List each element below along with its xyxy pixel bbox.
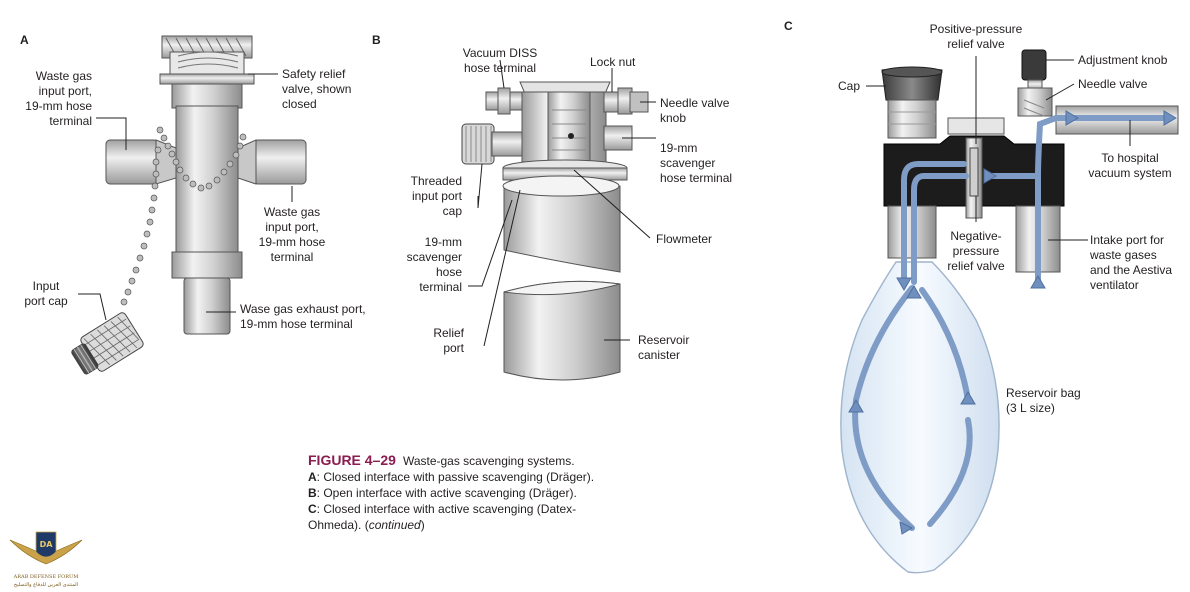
label-vacuum-diss: Vacuum DISS hose terminal bbox=[463, 46, 537, 75]
svg-text:Relief: Relief bbox=[433, 326, 464, 340]
label-reservoir-canister: Reservoir canister bbox=[638, 333, 689, 362]
svg-text:hose terminal: hose terminal bbox=[464, 61, 536, 75]
label-exhaust-port: Wase gas exhaust port, 19-mm hose termin… bbox=[240, 302, 366, 331]
svg-text:المنتدى العربي للدفاع والتسليح: المنتدى العربي للدفاع والتسليح bbox=[14, 582, 78, 588]
svg-text:19-mm: 19-mm bbox=[425, 235, 462, 249]
svg-text:canister: canister bbox=[638, 348, 680, 362]
svg-text:Reservoir: Reservoir bbox=[638, 333, 689, 347]
svg-text:Positive-pressure: Positive-pressure bbox=[930, 22, 1023, 36]
label-reservoir-bag: Reservoir bag (3 L size) bbox=[1006, 386, 1081, 415]
svg-text:vacuum system: vacuum system bbox=[1088, 166, 1171, 180]
label-waste-gas-input-left: Waste gas input port, 19-mm hose termina… bbox=[25, 69, 92, 128]
svg-text:input port: input port bbox=[412, 189, 463, 203]
panel-c-device bbox=[840, 49, 1179, 574]
svg-text:Needle valve: Needle valve bbox=[660, 96, 730, 110]
svg-text:Intake port for: Intake port for bbox=[1090, 233, 1164, 247]
caption-line-c2: Ohmeda). (continued) bbox=[308, 518, 425, 532]
label-scavenger-terminal-left: 19-mm scavenger hose terminal bbox=[407, 235, 463, 294]
label-lock-nut: Lock nut bbox=[590, 55, 636, 69]
svg-text:terminal: terminal bbox=[271, 250, 314, 264]
svg-text:Wase gas exhaust port,: Wase gas exhaust port, bbox=[240, 302, 366, 316]
panel-b-device bbox=[461, 81, 649, 381]
label-flowmeter: Flowmeter bbox=[656, 232, 712, 246]
svg-text:Negative-: Negative- bbox=[950, 229, 1001, 243]
label-relief-port: Relief port bbox=[433, 326, 464, 355]
arab-defense-forum-logo: DA ARAB DEFENSE FORUM المنتدى العربي للد… bbox=[9, 531, 83, 588]
svg-text:and the Aestiva: and the Aestiva bbox=[1090, 263, 1172, 277]
svg-text:ventilator: ventilator bbox=[1090, 278, 1139, 292]
svg-text:cap: cap bbox=[443, 204, 463, 218]
label-adjustment-knob: Adjustment knob bbox=[1078, 53, 1168, 67]
svg-text:Input: Input bbox=[33, 279, 60, 293]
svg-text:(3 L size): (3 L size) bbox=[1006, 401, 1055, 415]
svg-text:pressure: pressure bbox=[953, 244, 1000, 258]
panel-label-a: A bbox=[20, 33, 29, 47]
svg-text:Flowmeter: Flowmeter bbox=[656, 232, 712, 246]
panel-a-device bbox=[71, 35, 307, 375]
label-positive-pressure: Positive-pressure relief valve bbox=[930, 22, 1023, 51]
svg-text:19-mm hose: 19-mm hose bbox=[259, 235, 326, 249]
svg-text:Waste gas: Waste gas bbox=[264, 205, 320, 219]
caption-line-c: C: Closed interface with active scavengi… bbox=[308, 502, 576, 516]
svg-text:Safety relief: Safety relief bbox=[282, 67, 346, 81]
svg-text:terminal: terminal bbox=[419, 280, 462, 294]
svg-text:To hospital: To hospital bbox=[1101, 151, 1158, 165]
svg-text:terminal: terminal bbox=[49, 114, 92, 128]
svg-text:DA: DA bbox=[40, 540, 54, 549]
svg-text:Reservoir bag: Reservoir bag bbox=[1006, 386, 1081, 400]
label-threaded-cap: Threaded input port cap bbox=[411, 174, 463, 218]
svg-text:waste gases: waste gases bbox=[1089, 248, 1157, 262]
label-cap: Cap bbox=[838, 79, 860, 93]
label-safety-relief-valve: Safety relief valve, shown closed bbox=[282, 67, 351, 111]
leader-lines bbox=[78, 56, 1131, 347]
svg-text:Threaded: Threaded bbox=[411, 174, 462, 188]
svg-text:relief valve: relief valve bbox=[947, 37, 1005, 51]
svg-text:closed: closed bbox=[282, 97, 317, 111]
svg-text:input port,: input port, bbox=[39, 84, 92, 98]
label-intake-port: Intake port for waste gases and the Aest… bbox=[1089, 233, 1172, 292]
svg-text:port cap: port cap bbox=[24, 294, 68, 308]
caption-line-b: B: Open interface with active scavenging… bbox=[308, 486, 577, 500]
svg-text:relief valve: relief valve bbox=[947, 259, 1005, 273]
svg-text:port: port bbox=[443, 341, 464, 355]
svg-text:19-mm hose: 19-mm hose bbox=[25, 99, 92, 113]
label-needle-valve-knob: Needle valve knob bbox=[660, 96, 730, 125]
panel-label-b: B bbox=[372, 33, 381, 47]
svg-text:scavenger: scavenger bbox=[660, 156, 715, 170]
svg-text:Adjustment knob: Adjustment knob bbox=[1078, 53, 1168, 67]
svg-text:19-mm hose terminal: 19-mm hose terminal bbox=[240, 317, 353, 331]
label-negative-pressure: Negative- pressure relief valve bbox=[947, 229, 1005, 273]
label-input-port-cap: Input port cap bbox=[24, 279, 68, 308]
svg-text:Cap: Cap bbox=[838, 79, 860, 93]
svg-text:ARAB DEFENSE FORUM: ARAB DEFENSE FORUM bbox=[13, 574, 79, 580]
svg-text:Waste gas: Waste gas bbox=[36, 69, 92, 83]
svg-text:Vacuum DISS: Vacuum DISS bbox=[463, 46, 537, 60]
label-needle-valve: Needle valve bbox=[1078, 77, 1148, 91]
svg-text:valve, shown: valve, shown bbox=[282, 82, 351, 96]
svg-text:hose terminal: hose terminal bbox=[660, 171, 732, 185]
svg-text:knob: knob bbox=[660, 111, 686, 125]
svg-text:hose: hose bbox=[436, 265, 462, 279]
svg-text:Lock nut: Lock nut bbox=[590, 55, 636, 69]
svg-text:19-mm: 19-mm bbox=[660, 141, 697, 155]
svg-text:input port,: input port, bbox=[265, 220, 318, 234]
label-hospital-vacuum: To hospital vacuum system bbox=[1088, 151, 1171, 180]
caption-line-a: A: Closed interface with passive scaveng… bbox=[308, 470, 594, 484]
svg-text:Needle valve: Needle valve bbox=[1078, 77, 1148, 91]
label-waste-gas-input-right: Waste gas input port, 19-mm hose termina… bbox=[259, 205, 326, 264]
panel-label-c: C bbox=[784, 19, 793, 33]
label-scavenger-terminal-right: 19-mm scavenger hose terminal bbox=[660, 141, 732, 185]
svg-text:scavenger: scavenger bbox=[407, 250, 462, 264]
